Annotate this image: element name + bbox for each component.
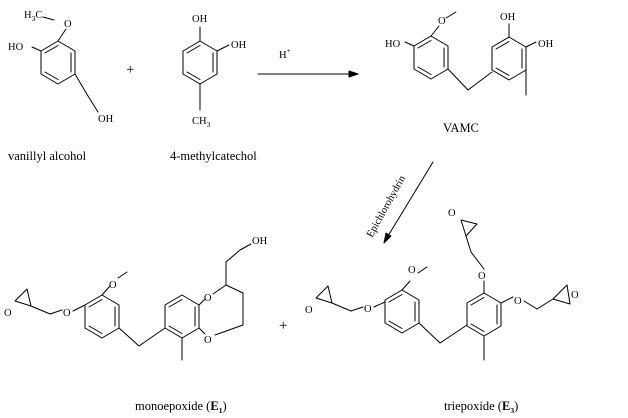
vamc-structure: O HO OH OH	[385, 11, 554, 96]
e3-epoxide-oxygen-left: O	[305, 305, 313, 316]
reaction-arrow-2	[383, 161, 434, 244]
e3-epoxide-oxygen-top: O	[448, 208, 456, 219]
methylcatechol-label: 4-methylcatechol	[170, 149, 257, 163]
acid-catalyst-label: H+	[279, 46, 291, 61]
monoepoxide-label: monoepoxide (E1)	[135, 399, 227, 415]
triepoxide-structure: O O O O O O O	[305, 208, 579, 361]
e3-methoxy-oxygen: O	[408, 265, 416, 276]
hydroxyl-label: HO	[8, 42, 24, 53]
methoxy-oxygen: O	[64, 19, 72, 30]
e3-ether-oxygen-top: O	[478, 271, 486, 282]
vamc-label: VAMC	[443, 121, 479, 135]
vamc-methoxy-oxygen: O	[438, 16, 446, 27]
reaction-arrow-1	[257, 70, 359, 78]
e1-dioxane-oxygen-bottom: O	[204, 335, 212, 346]
hydroxyl-label-right: OH	[231, 40, 247, 51]
vamc-hydroxyl-right: OH	[538, 39, 554, 50]
e3-ether-oxygen-left: O	[364, 304, 372, 315]
methoxy-label: H3C	[24, 10, 42, 23]
vamc-hydroxyl-left: HO	[385, 39, 401, 50]
alcohol-hydroxyl-label: OH	[98, 114, 114, 125]
plus-sign-1: +	[126, 62, 134, 78]
e1-dioxane-oxygen-top: O	[204, 293, 212, 304]
e1-ether-oxygen: O	[63, 308, 71, 319]
triepoxide-label: triepoxide (E3)	[444, 399, 518, 415]
vanillyl-alcohol-label: vanillyl alcohol	[8, 149, 87, 163]
hydroxyl-label-top: OH	[192, 14, 208, 25]
plus-sign-2: +	[279, 318, 287, 334]
vanillyl-alcohol-structure: H3C O HO OH	[8, 10, 114, 125]
e1-epoxide-oxygen: O	[4, 308, 12, 319]
vamc-hydroxyl-top: OH	[500, 12, 516, 23]
monoepoxide-structure: O O O O O OH	[4, 236, 268, 361]
e3-epoxide-oxygen-right: O	[571, 290, 579, 301]
e1-hydroxyl-label: OH	[252, 236, 268, 247]
methyl-label: CH3	[192, 116, 211, 129]
e1-methoxy-oxygen: O	[109, 280, 117, 291]
e3-ether-oxygen-right: O	[514, 296, 522, 307]
methylcatechol-structure: OH OH CH3	[182, 14, 247, 129]
epichlorohydrin-label: Epichlorohydrin	[365, 173, 408, 239]
